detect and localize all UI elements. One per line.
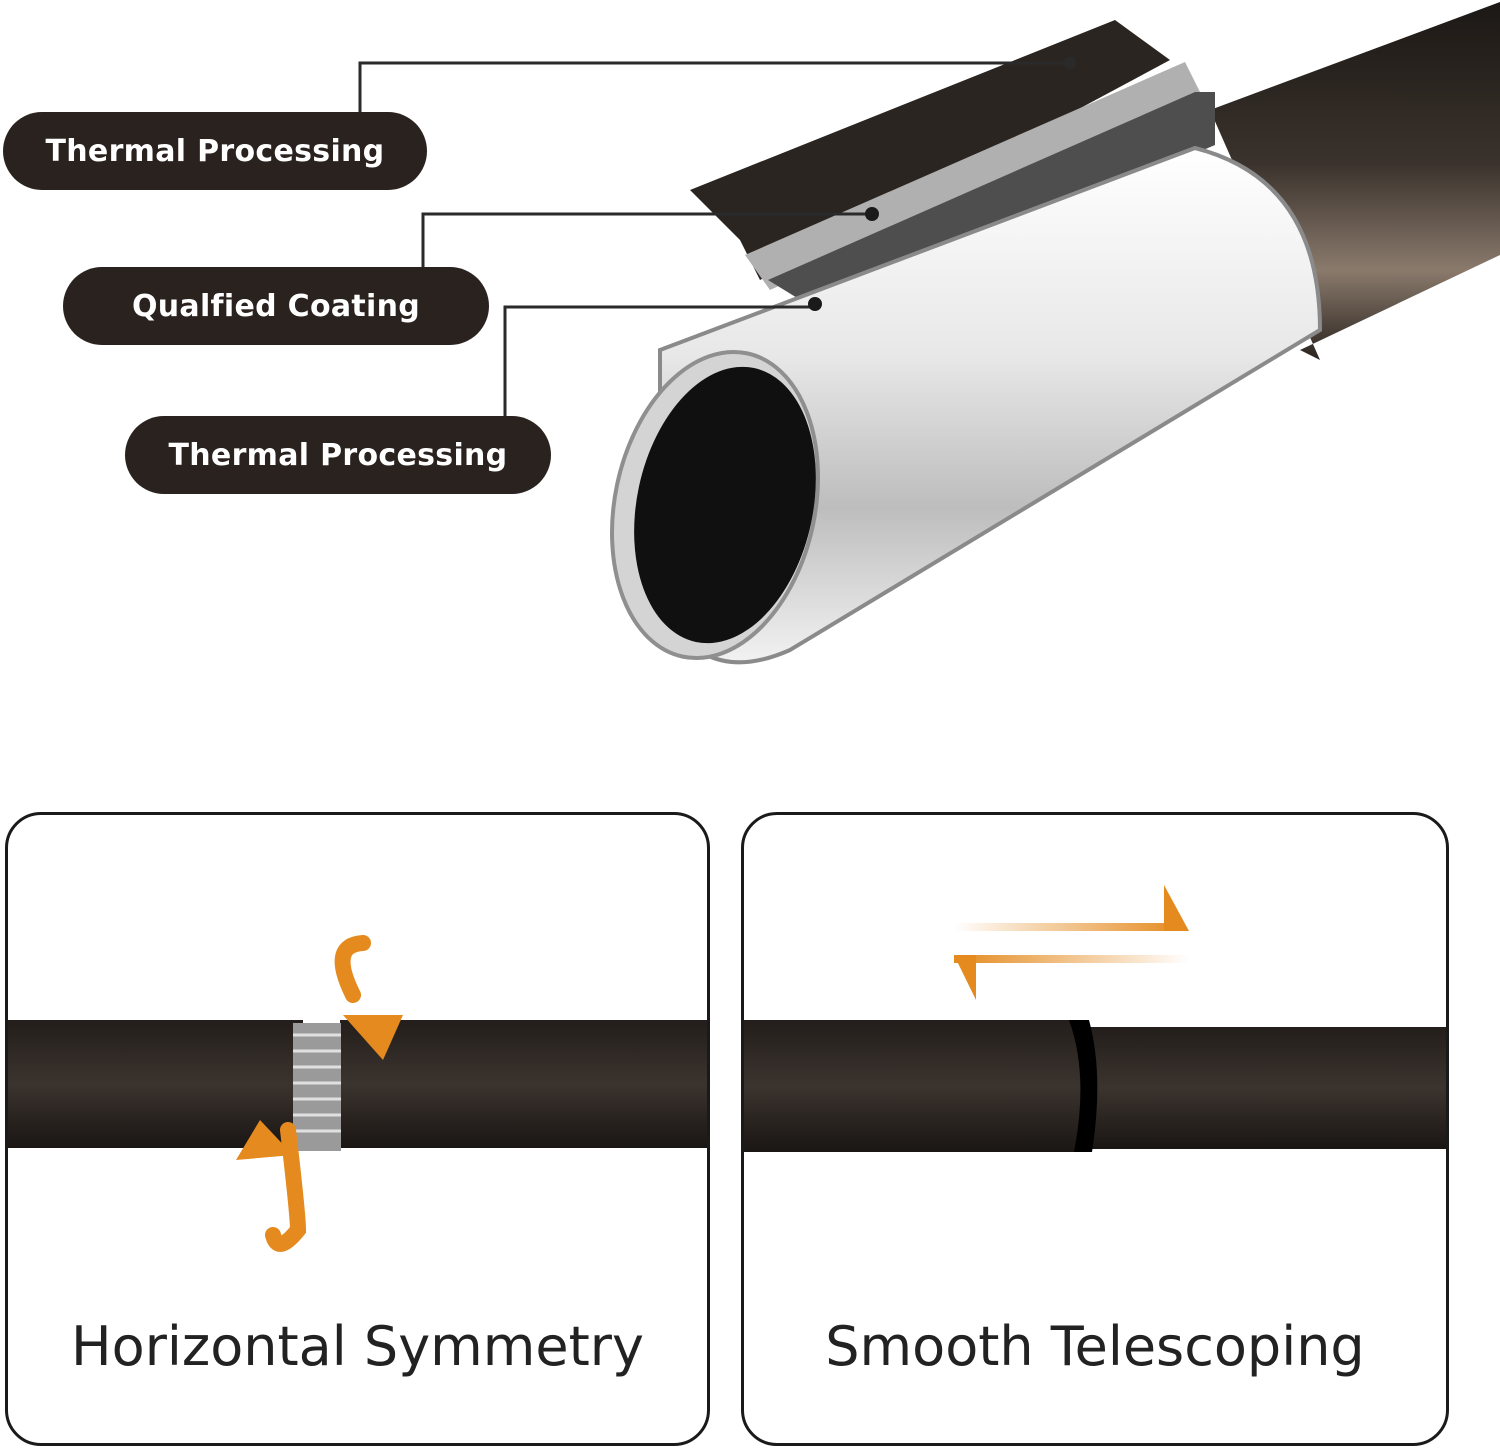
rod-left bbox=[8, 1020, 303, 1148]
telescoping-rod-illustration bbox=[744, 885, 1446, 1152]
feature-panel-horizontal-symmetry: Horizontal Symmetry bbox=[5, 812, 710, 1446]
feature-panel-smooth-telescoping: Smooth Telescoping bbox=[741, 812, 1449, 1446]
inner-sleeve bbox=[610, 145, 1323, 665]
caption-smooth-telescoping: Smooth Telescoping bbox=[825, 1315, 1365, 1378]
telescoping-joint bbox=[1069, 1020, 1098, 1152]
leader-dot bbox=[808, 297, 822, 311]
leader-lines bbox=[358, 61, 1070, 416]
rotate-arrow-head-bottom bbox=[236, 1120, 293, 1160]
leader-dot bbox=[1064, 57, 1076, 69]
threaded-rod-illustration bbox=[8, 935, 707, 1252]
inner-rod-segment bbox=[1079, 1027, 1446, 1149]
layer-label-qualified-coating: Qualfied Coating bbox=[63, 267, 489, 345]
outer-rod-segment bbox=[744, 1020, 1079, 1152]
leader-dot bbox=[865, 207, 879, 221]
rod-right bbox=[340, 1020, 707, 1148]
layer-label-thermal-processing-inner: Thermal Processing bbox=[125, 416, 551, 494]
tube-cross-section-diagram bbox=[358, 2, 1500, 665]
thread-connector bbox=[293, 1023, 341, 1151]
caption-horizontal-symmetry: Horizontal Symmetry bbox=[71, 1315, 644, 1378]
rotate-arrow-icon bbox=[265, 935, 371, 1252]
layer-label-thermal-processing-outer: Thermal Processing bbox=[3, 112, 427, 190]
rotate-arrow-head-top bbox=[343, 1015, 403, 1060]
swap-arrows-icon bbox=[954, 885, 1189, 1000]
coating-layers bbox=[745, 62, 1215, 312]
